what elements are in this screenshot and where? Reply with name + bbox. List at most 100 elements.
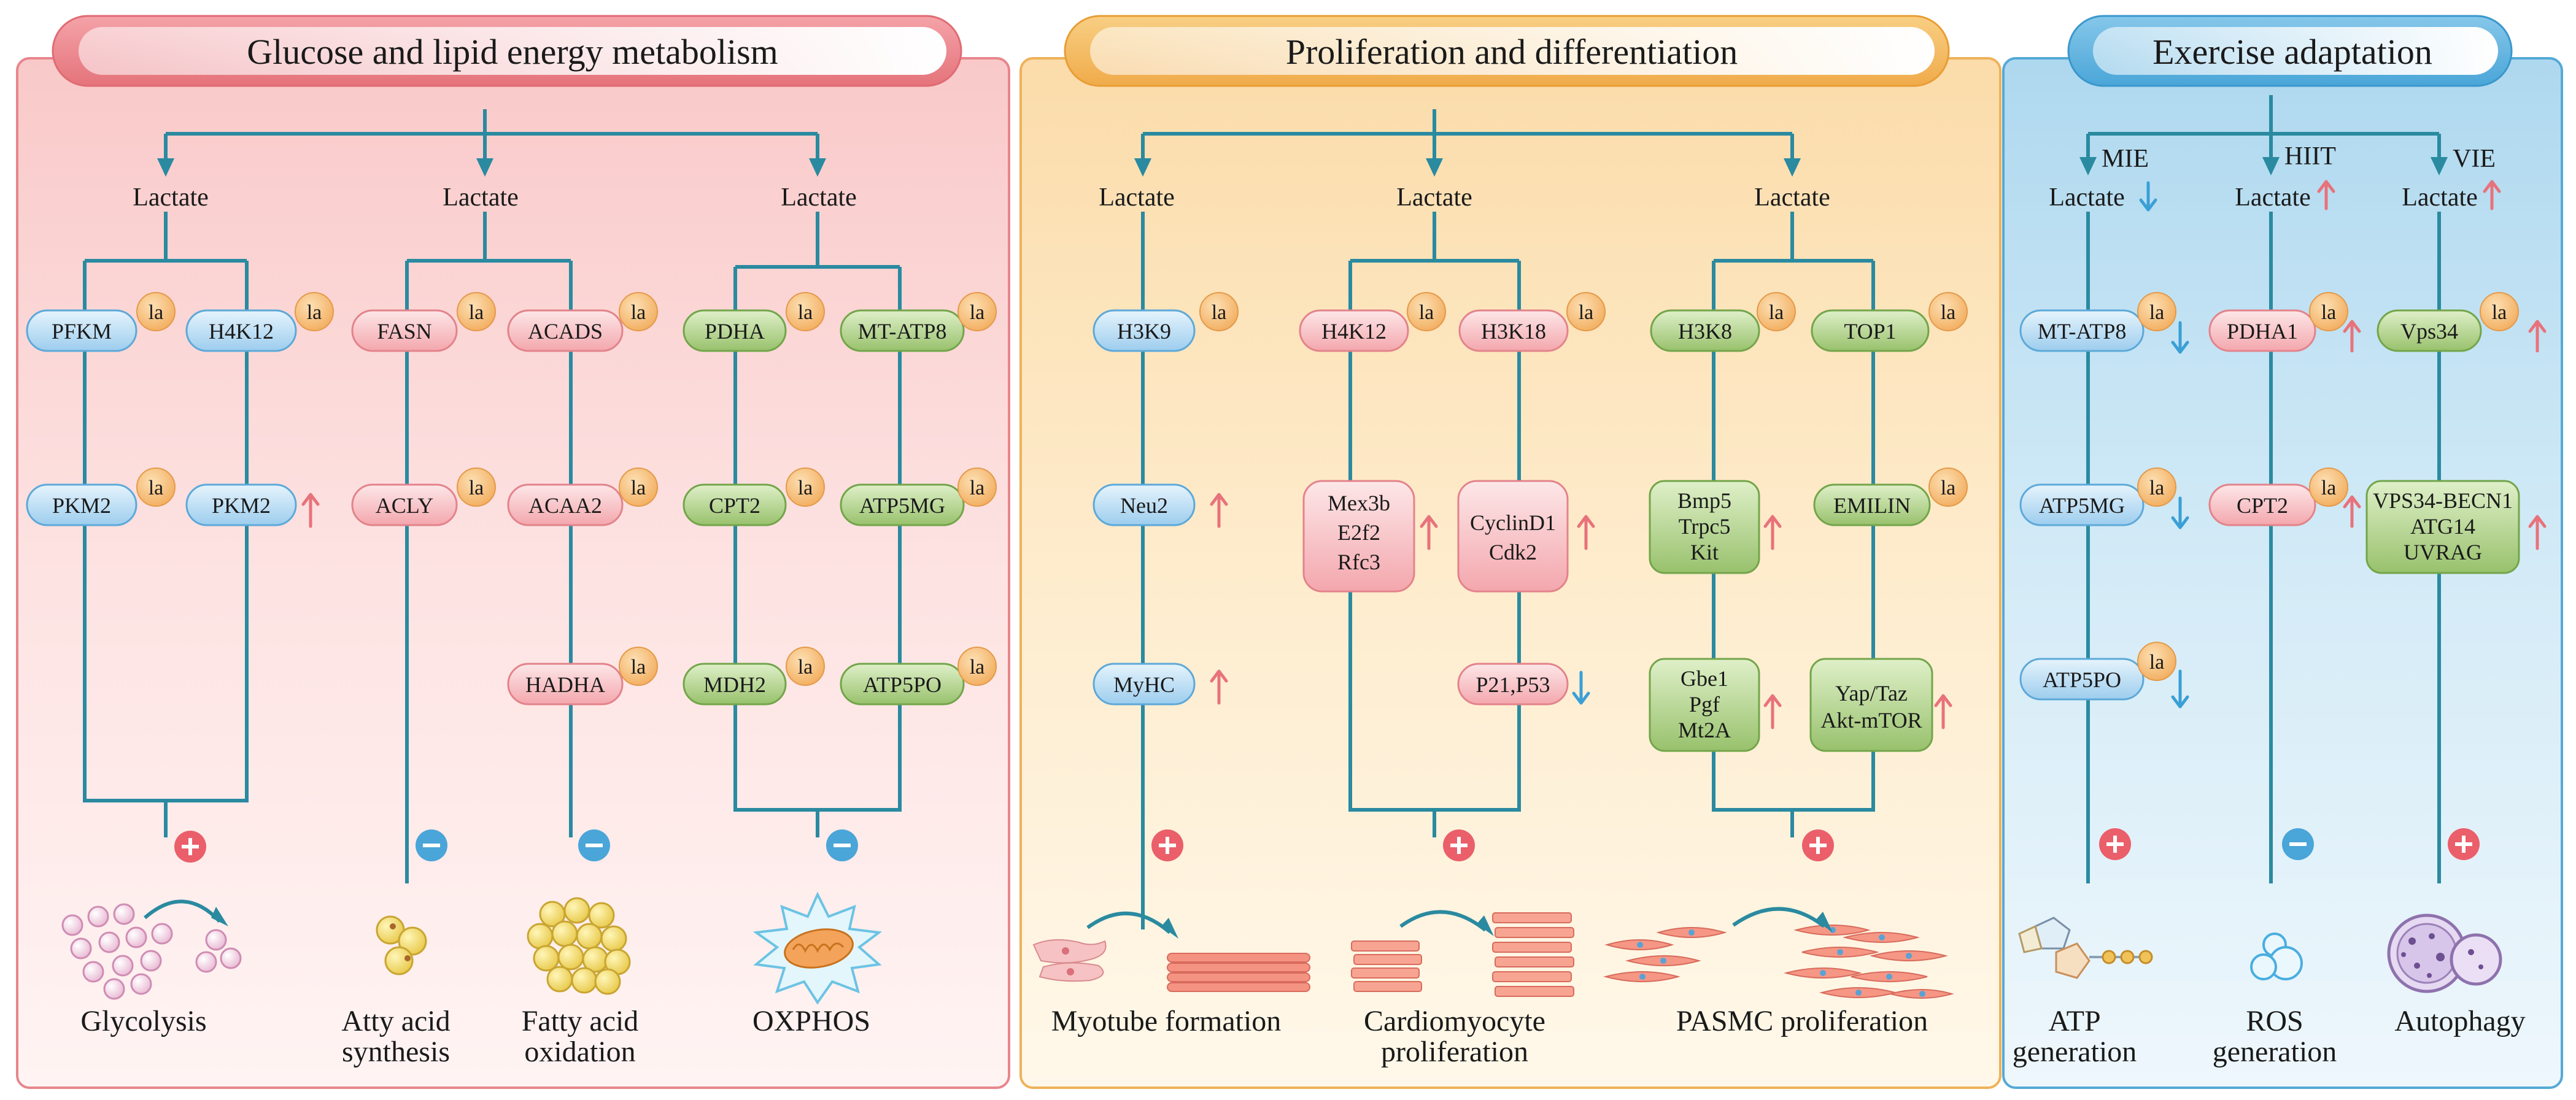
down-arrow-icon: [2171, 669, 2189, 709]
node-h3k9: H3K9 la: [1093, 292, 1239, 352]
la-badge: la: [1941, 477, 1956, 499]
node-fasn: FASN la: [351, 292, 496, 352]
svg-text:CyclinD1: CyclinD1: [1470, 510, 1556, 535]
outcome-pasmc-proliferation: PASMC proliferation: [1676, 1005, 1928, 1037]
svg-text:Bmp5: Bmp5: [1677, 488, 1731, 513]
node-cyclind1-cdk2: CyclinD1 Cdk2: [1457, 480, 1569, 593]
node-cpt2: CPT2 la: [683, 467, 825, 526]
node-bmp5-trpc5-kit: Bmp5 Trpc5 Kit: [1649, 480, 1760, 574]
svg-text:FASN: FASN: [377, 319, 431, 344]
plus-icon: [2448, 828, 2480, 860]
panel-title-proliferation: Proliferation and differentiation: [1286, 32, 1738, 72]
up-arrow-icon: [1420, 515, 1438, 550]
node-h3k18: H3K18 la: [1458, 292, 1606, 352]
svg-text:PKM2: PKM2: [212, 493, 271, 518]
up-arrow-icon: [2343, 320, 2361, 353]
up-arrow-icon: [2528, 320, 2547, 353]
la-badge: la: [1212, 301, 1227, 324]
svg-text:ATG14: ATG14: [2410, 514, 2475, 539]
svg-text:ATP5PO: ATP5PO: [2043, 667, 2121, 692]
la-badge: la: [631, 301, 646, 324]
svg-text:CPT2: CPT2: [709, 493, 760, 518]
la-badge: la: [469, 301, 484, 324]
svg-text:HADHA: HADHA: [525, 672, 605, 697]
down-arrow-icon: [2171, 321, 2189, 354]
la-badge: la: [307, 301, 322, 324]
lactate-label: Lactate: [443, 183, 519, 212]
node-h4k12: H4K12 la: [185, 292, 334, 352]
exercise-type-labels: MIE HIIT VIE: [2102, 142, 2496, 173]
la-badge: la: [798, 656, 813, 679]
la-badge: la: [2149, 477, 2165, 499]
outcome-autophagy: Autophagy: [2394, 1005, 2525, 1037]
up-arrow-icon: [1763, 694, 1782, 729]
svg-text:MT-ATP8: MT-ATP8: [858, 319, 947, 344]
la-badge: la: [798, 301, 813, 324]
node-atp5mg: ATP5MG la: [840, 467, 997, 526]
lactate-label: Lactate: [2235, 183, 2311, 212]
minus-icon: [416, 829, 447, 861]
node-yap-taz-akt-mtor: Yap/Taz Akt-mTOR: [1809, 658, 1933, 752]
node-atp5po: ATP5PO la: [840, 647, 997, 706]
node-hadha: HADHA la: [507, 647, 658, 706]
svg-text:VPS34-BECN1: VPS34-BECN1: [2373, 488, 2513, 513]
outcome-atp-line1: ATP: [2048, 1005, 2100, 1037]
la-badge: la: [2149, 301, 2165, 324]
lactate-label: Lactate: [1099, 183, 1175, 212]
up-arrow-icon: [2343, 495, 2361, 528]
svg-text:TOP1: TOP1: [1844, 319, 1896, 344]
node-mt-atp8: MT-ATP8 la: [840, 292, 997, 352]
plus-icon: [1151, 829, 1183, 861]
outcome-atp-line2: generation: [2013, 1036, 2137, 1068]
node-mt-atp8: MT-ATP8 la: [2019, 292, 2176, 352]
la-badge: la: [1579, 301, 1594, 324]
svg-text:PDHA1: PDHA1: [2227, 319, 2298, 344]
down-arrow-icons: [1572, 181, 2189, 709]
lactate-label: Lactate: [781, 183, 857, 212]
autophagosome-icon: [2387, 913, 2502, 993]
svg-text:Kit: Kit: [1690, 540, 1719, 564]
svg-text:CPT2: CPT2: [2237, 493, 2288, 518]
node-vps34-becn1-atg14-uvrag: VPS34-BECN1 ATG14 UVRAG: [2365, 480, 2520, 574]
la-badge: la: [1941, 301, 1956, 324]
minus-icon: [826, 829, 858, 861]
up-arrow-icon: [1577, 515, 1595, 550]
down-arrow-icon: [2139, 181, 2157, 212]
up-arrow-icons: [301, 180, 2547, 729]
down-arrow-icon: [1572, 671, 1590, 705]
node-acads: ACADS la: [507, 292, 658, 352]
la-badge: la: [970, 656, 985, 679]
node-neu2: Neu2: [1093, 483, 1196, 526]
la-badge: la: [2492, 301, 2507, 324]
exercise-label-hiit: HIIT: [2284, 142, 2336, 171]
svg-text:Akt-mTOR: Akt-mTOR: [1820, 708, 1922, 733]
svg-text:Mt2A: Mt2A: [1678, 718, 1731, 742]
svg-text:ATP5MG: ATP5MG: [2039, 493, 2125, 518]
svg-text:PKM2: PKM2: [52, 493, 111, 518]
up-arrow-icon: [1210, 669, 1228, 705]
lactate-label: Lactate: [1754, 183, 1830, 212]
outcome-labels: Glycolysis Atty acid synthesis Fatty aci…: [80, 1005, 2525, 1068]
node-p21-p53: P21,P53: [1457, 663, 1569, 706]
node-top1: TOP1 la: [1811, 292, 1968, 352]
plus-icon: [2099, 828, 2131, 860]
la-badge: la: [149, 477, 164, 499]
glycolysis-illustration-icon: [61, 899, 242, 1000]
outcome-oxphos: OXPHOS: [752, 1005, 870, 1037]
up-arrow-icon: [1763, 515, 1782, 550]
ros-bubbles-icon: [2250, 933, 2303, 980]
outcome-myotube-formation: Myotube formation: [1051, 1005, 1282, 1037]
up-arrow-icon: [2483, 180, 2501, 210]
svg-text:Vps34: Vps34: [2400, 319, 2458, 344]
la-badge: la: [2149, 651, 2165, 674]
svg-text:PFKM: PFKM: [52, 319, 112, 344]
outcome-cardiomyocyte-line1: Cardiomyocyte: [1364, 1005, 1545, 1037]
fatty-acid-synthesis-illustration-icon: [376, 915, 427, 975]
svg-text:Pgf: Pgf: [1689, 692, 1720, 717]
node-cpt2: CPT2 la: [2208, 467, 2348, 526]
panel-title-exercise: Exercise adaptation: [2152, 32, 2432, 72]
node-mex3b-e2f2-rfc3: Mex3b E2f2 Rfc3: [1302, 480, 1415, 593]
outcome-glycolysis: Glycolysis: [80, 1005, 206, 1037]
lactate-labels: Lactate Lactate Lactate Lactate Lactate …: [133, 183, 2478, 212]
panel2-nodes: H3K9 la Neu2 MyHC H4K12 la H3K18 la Mex3…: [1093, 292, 1968, 752]
